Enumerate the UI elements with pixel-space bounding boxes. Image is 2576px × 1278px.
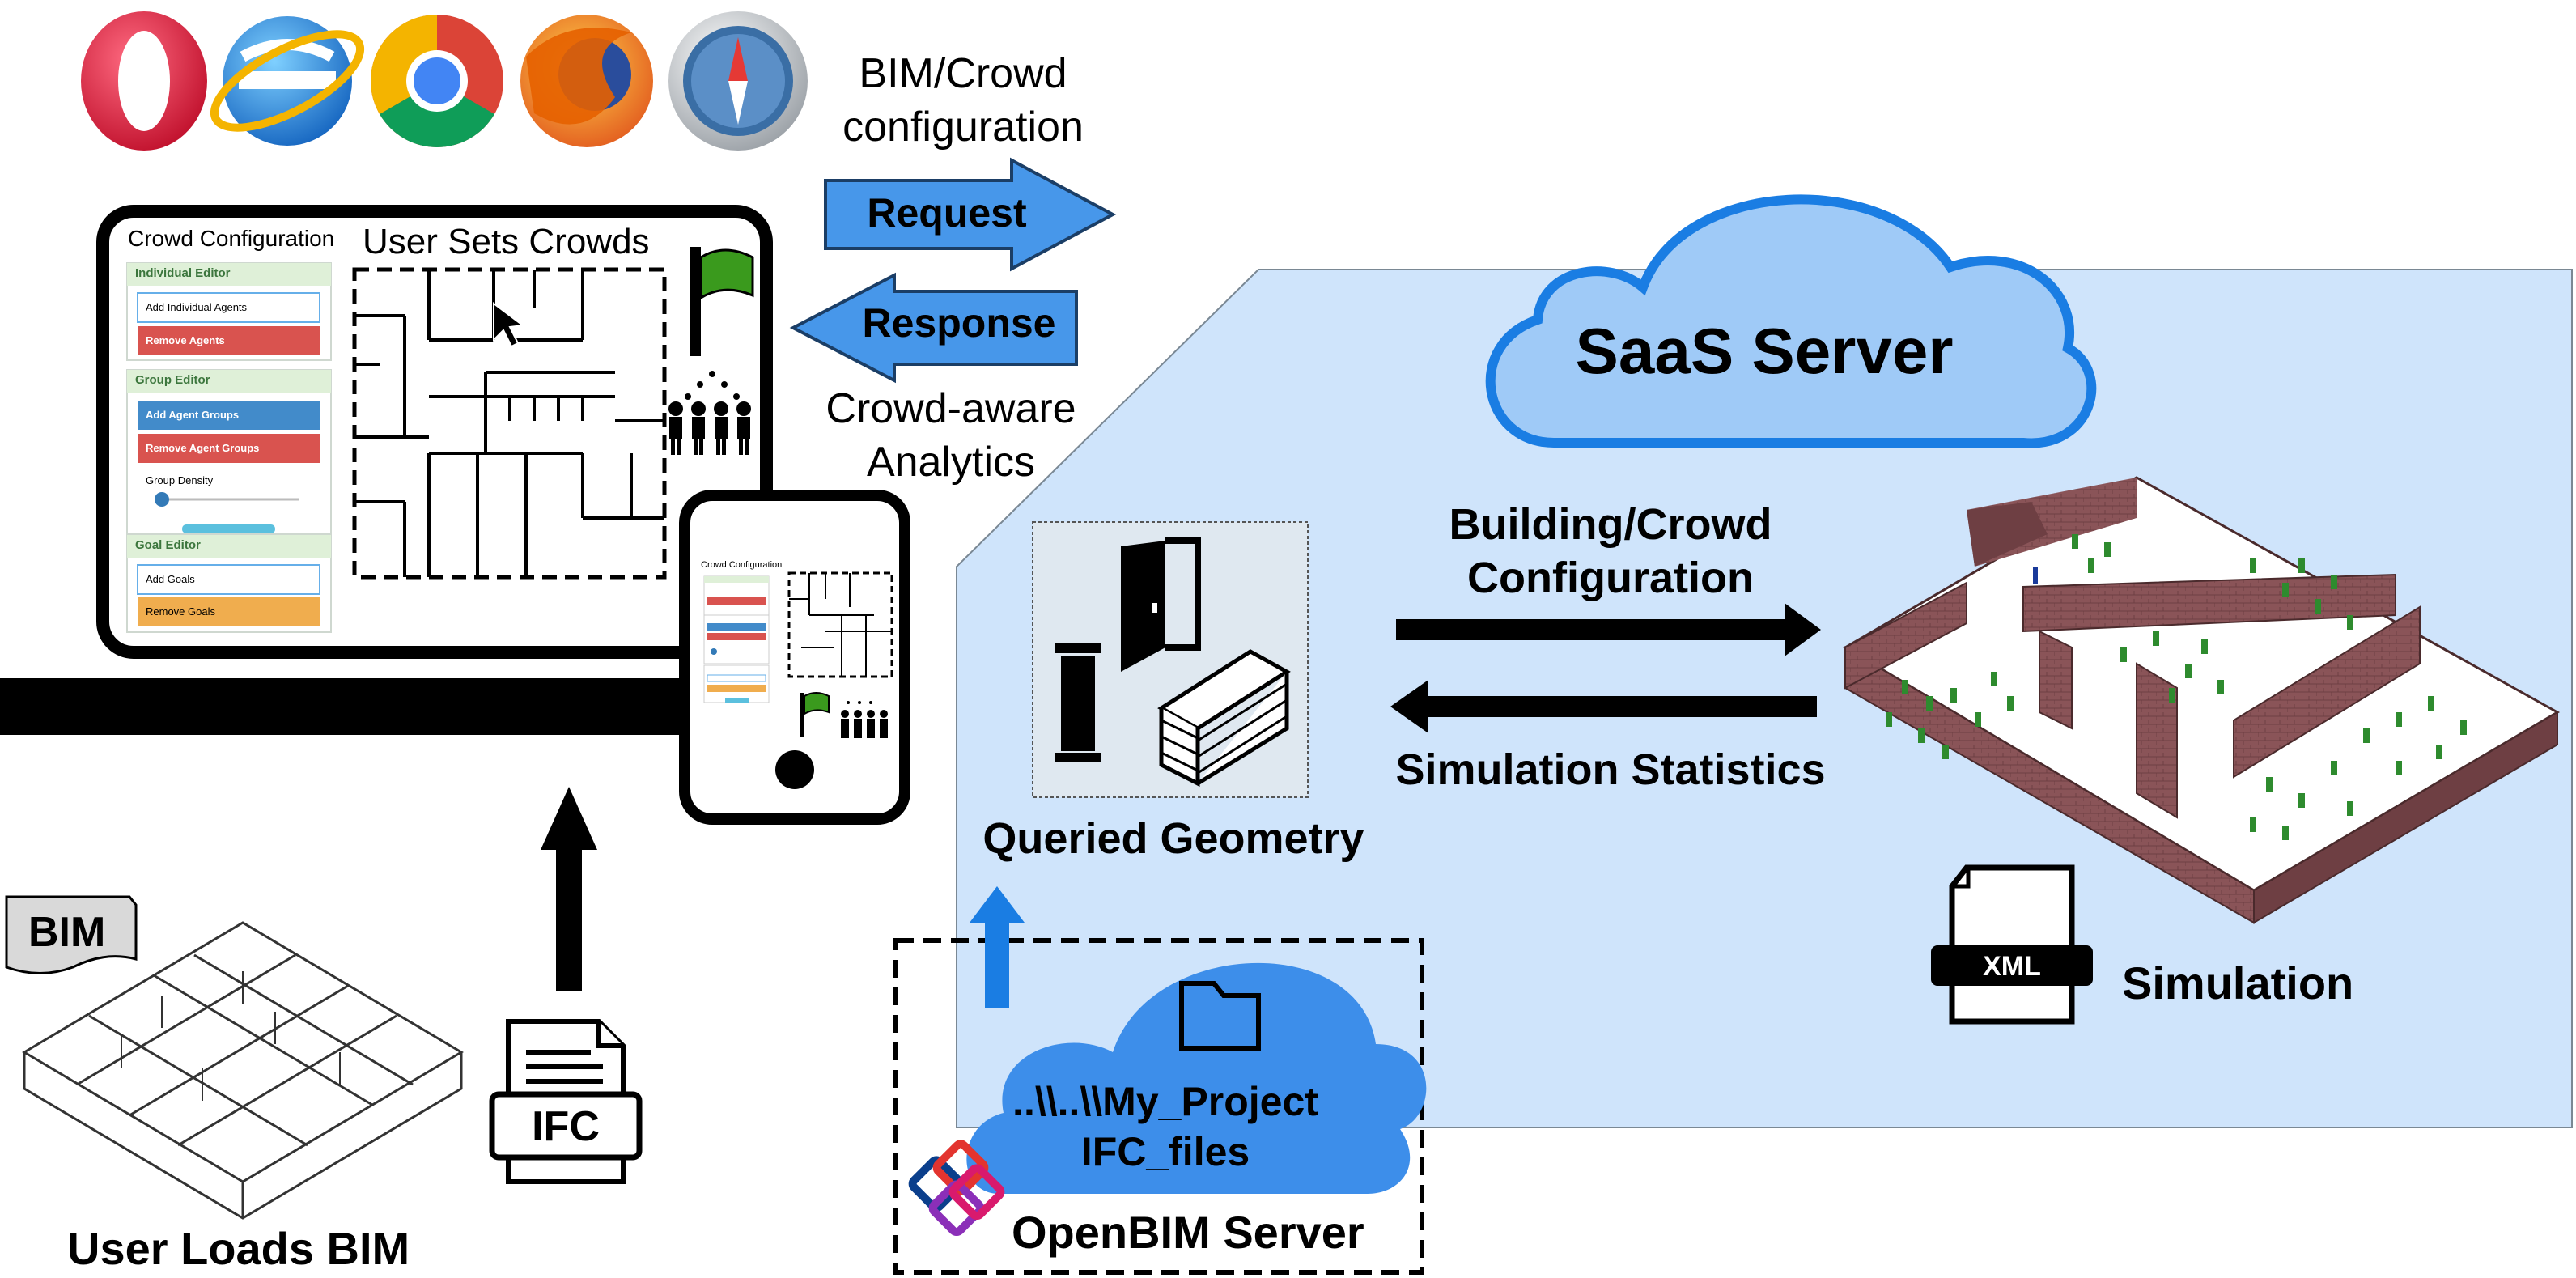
safari-icon xyxy=(668,11,808,151)
goal-editor xyxy=(126,534,332,633)
openbim-path-line1: ..\\..\\My_Project xyxy=(1012,1079,1318,1124)
bim-tag xyxy=(5,895,138,974)
add-goals-button[interactable]: Add Goals xyxy=(146,573,195,585)
response-caption: Crowd-aware Analytics xyxy=(801,382,1101,489)
remove-goals-button[interactable]: Remove Goals xyxy=(146,605,215,618)
openbim-logo-icon xyxy=(908,1140,1005,1237)
user-loads-bim-caption: User Loads BIM xyxy=(67,1223,410,1274)
openbim-cloud xyxy=(966,962,1427,1194)
chrome-icon xyxy=(371,15,503,147)
individual-editor-header: Individual Editor xyxy=(135,266,231,280)
cursor-icon xyxy=(493,302,525,348)
upload-arrow xyxy=(541,787,597,991)
bim-model-isometric xyxy=(22,921,464,1220)
phone-panel-title: Crowd Configuration xyxy=(701,560,783,570)
response-label: Response xyxy=(862,300,1056,346)
saas-cloud xyxy=(1485,194,2097,448)
group-editor xyxy=(126,369,332,534)
response-caption-line2: Analytics xyxy=(866,439,1036,486)
phone-home-button[interactable] xyxy=(775,750,814,789)
goal-flag-icon xyxy=(690,247,754,356)
configuration-arrow xyxy=(1396,603,1821,656)
saas-server-label: SaaS Server xyxy=(1575,315,1954,387)
remove-agent-groups-button[interactable]: Remove Agent Groups xyxy=(146,442,260,454)
folder-icon xyxy=(1179,981,1261,1051)
phone-editor-panel xyxy=(703,575,770,703)
openbim-path-label: ..\\..\\My_Project IFC_files xyxy=(979,1076,1352,1177)
bim-tag-label: BIM xyxy=(28,909,106,956)
wall-icon xyxy=(1157,649,1291,788)
phone-flag-icon xyxy=(800,692,830,737)
configuration-label-line2: Configuration xyxy=(1467,554,1754,602)
group-editor-header: Group Editor xyxy=(135,373,210,387)
query-up-arrow xyxy=(970,886,1025,1008)
ifc-file-icon xyxy=(489,1019,643,1184)
internet-explorer-icon xyxy=(210,16,365,146)
ifc-label: IFC xyxy=(532,1103,600,1150)
floor-plan-canvas xyxy=(352,267,667,580)
crowd-icon xyxy=(668,371,751,455)
configuration-label: Building/Crowd Configuration xyxy=(1376,498,1845,605)
canvas-title: User Sets Crowds xyxy=(363,222,650,261)
response-caption-line1: Crowd-aware xyxy=(825,385,1076,432)
firefox-icon xyxy=(520,15,653,147)
openbim-server-label: OpenBIM Server xyxy=(1012,1207,1364,1258)
phone-floor-plan xyxy=(787,571,893,678)
phone-crowd-icon xyxy=(841,701,888,738)
statistics-arrow xyxy=(1390,680,1817,733)
request-label: Request xyxy=(867,190,1027,236)
request-caption-line1: BIM/Crowd xyxy=(859,50,1067,97)
door-icon xyxy=(1121,537,1201,672)
configuration-label-line1: Building/Crowd xyxy=(1449,500,1772,549)
queried-geometry-label: Queried Geometry xyxy=(982,814,1364,863)
simulation-3d-scene xyxy=(1843,476,2561,924)
simulation-label: Simulation xyxy=(2122,957,2354,1008)
request-arrow xyxy=(824,157,1117,272)
opera-icon xyxy=(81,11,207,151)
openbim-path-line2: IFC_files xyxy=(1080,1129,1250,1174)
request-caption: BIM/Crowd configuration xyxy=(817,47,1109,154)
column-icon xyxy=(1055,643,1101,762)
xml-label: XML xyxy=(1983,951,2041,982)
monitor-panel-title: Crowd Configuration xyxy=(128,226,335,251)
monitor-stand-bar xyxy=(0,678,688,735)
response-arrow xyxy=(789,272,1078,384)
remove-agents-button[interactable]: Remove Agents xyxy=(146,334,225,346)
individual-editor xyxy=(126,262,332,361)
goal-editor-header: Goal Editor xyxy=(135,538,201,552)
xml-file-icon xyxy=(1931,864,2093,1025)
request-caption-line2: configuration xyxy=(842,104,1084,151)
simulation-statistics-label: Simulation Statistics xyxy=(1395,745,1826,794)
add-agent-groups-button[interactable]: Add Agent Groups xyxy=(146,409,240,421)
add-individual-agents-button[interactable]: Add Individual Agents xyxy=(146,301,248,313)
group-density-label: Group Density xyxy=(146,474,214,486)
